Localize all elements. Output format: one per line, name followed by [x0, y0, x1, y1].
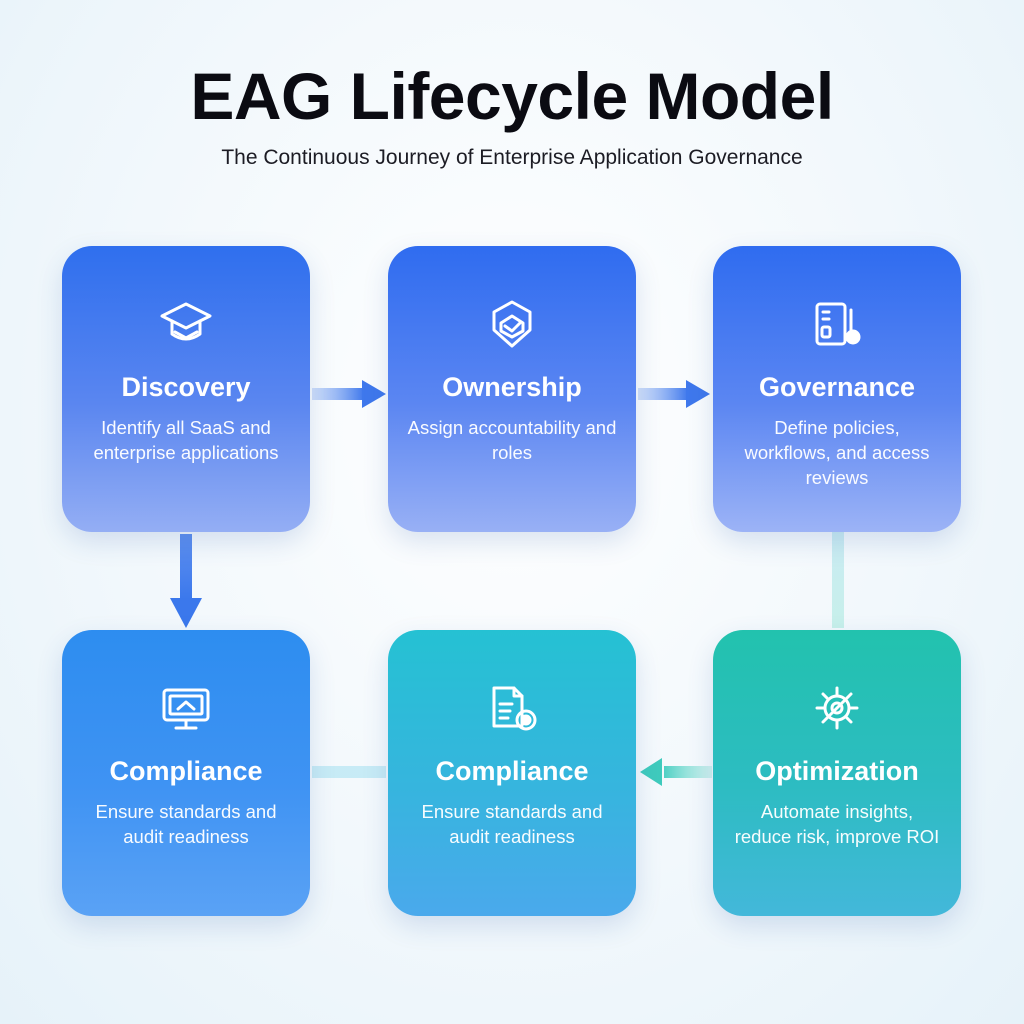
card-description: Ensure standards and audit readiness	[95, 801, 277, 847]
card-title: Optimization	[755, 756, 919, 786]
card-description: Automate insights, reduce risk, improve …	[734, 801, 940, 847]
arrow-ownership-to-governance	[638, 380, 710, 408]
arrow-optimization-to-compliance	[640, 758, 712, 786]
graduation-cap-icon	[156, 294, 216, 354]
card-description: Assign accountability and roles	[407, 417, 617, 463]
card-title: Compliance	[435, 756, 589, 786]
card-description: Define policies, workflows, and access r…	[744, 417, 930, 488]
monitor-icon	[156, 678, 216, 738]
card-title: Governance	[758, 372, 916, 402]
card-discovery: Discovery Identify all SaaS and enterpri…	[62, 246, 310, 532]
diagram-subtitle: The Continuous Journey of Enterprise App…	[221, 146, 803, 169]
card-governance: Governance Define policies, workflows, a…	[713, 246, 961, 532]
card-title: Compliance	[109, 756, 263, 786]
card-optimization: Optimization Automate insights, reduce r…	[713, 630, 961, 916]
arrow-discovery-to-compliance	[170, 534, 202, 628]
shield-check-icon	[482, 294, 542, 354]
card-title: Ownership	[442, 372, 582, 402]
card-compliance-document: Compliance Ensure standards and audit re…	[388, 630, 636, 916]
card-compliance-monitor: Compliance Ensure standards and audit re…	[62, 630, 310, 916]
card-description: Identify all SaaS and enterprise applica…	[93, 417, 279, 463]
connector-compliance-to-compliance	[312, 766, 386, 778]
card-description: Ensure standards and audit readiness	[421, 801, 603, 847]
connector-governance-to-optimization	[832, 532, 844, 628]
server-policy-icon	[807, 294, 867, 354]
document-badge-icon	[482, 678, 542, 738]
diagram-title: EAG Lifecycle Model	[190, 59, 834, 133]
arrow-discovery-to-ownership	[312, 380, 386, 408]
gear-icon	[807, 678, 867, 738]
card-title: Discovery	[121, 372, 251, 402]
card-ownership: Ownership Assign accountability and role…	[388, 246, 636, 532]
